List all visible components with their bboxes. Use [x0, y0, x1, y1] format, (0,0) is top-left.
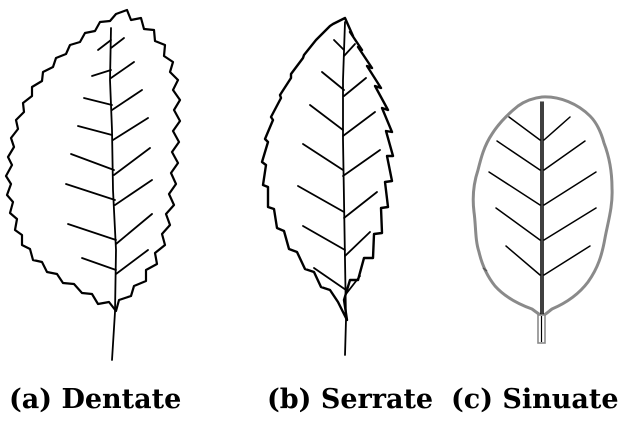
leaf-sinuate	[473, 97, 612, 343]
leaf-dentate-veins	[66, 28, 152, 360]
caption-sinuate: (c) Sinuate	[451, 386, 619, 413]
leaf-sinuate-veins	[489, 102, 596, 318]
leaf-serrate-outline	[262, 18, 393, 320]
caption-dentate: (a) Dentate	[9, 386, 181, 413]
caption-serrate: (b) Serrate	[267, 386, 433, 413]
leaf-serrate	[262, 18, 393, 355]
leaf-dentate-outline	[6, 10, 180, 311]
leaf-dentate	[6, 10, 180, 360]
